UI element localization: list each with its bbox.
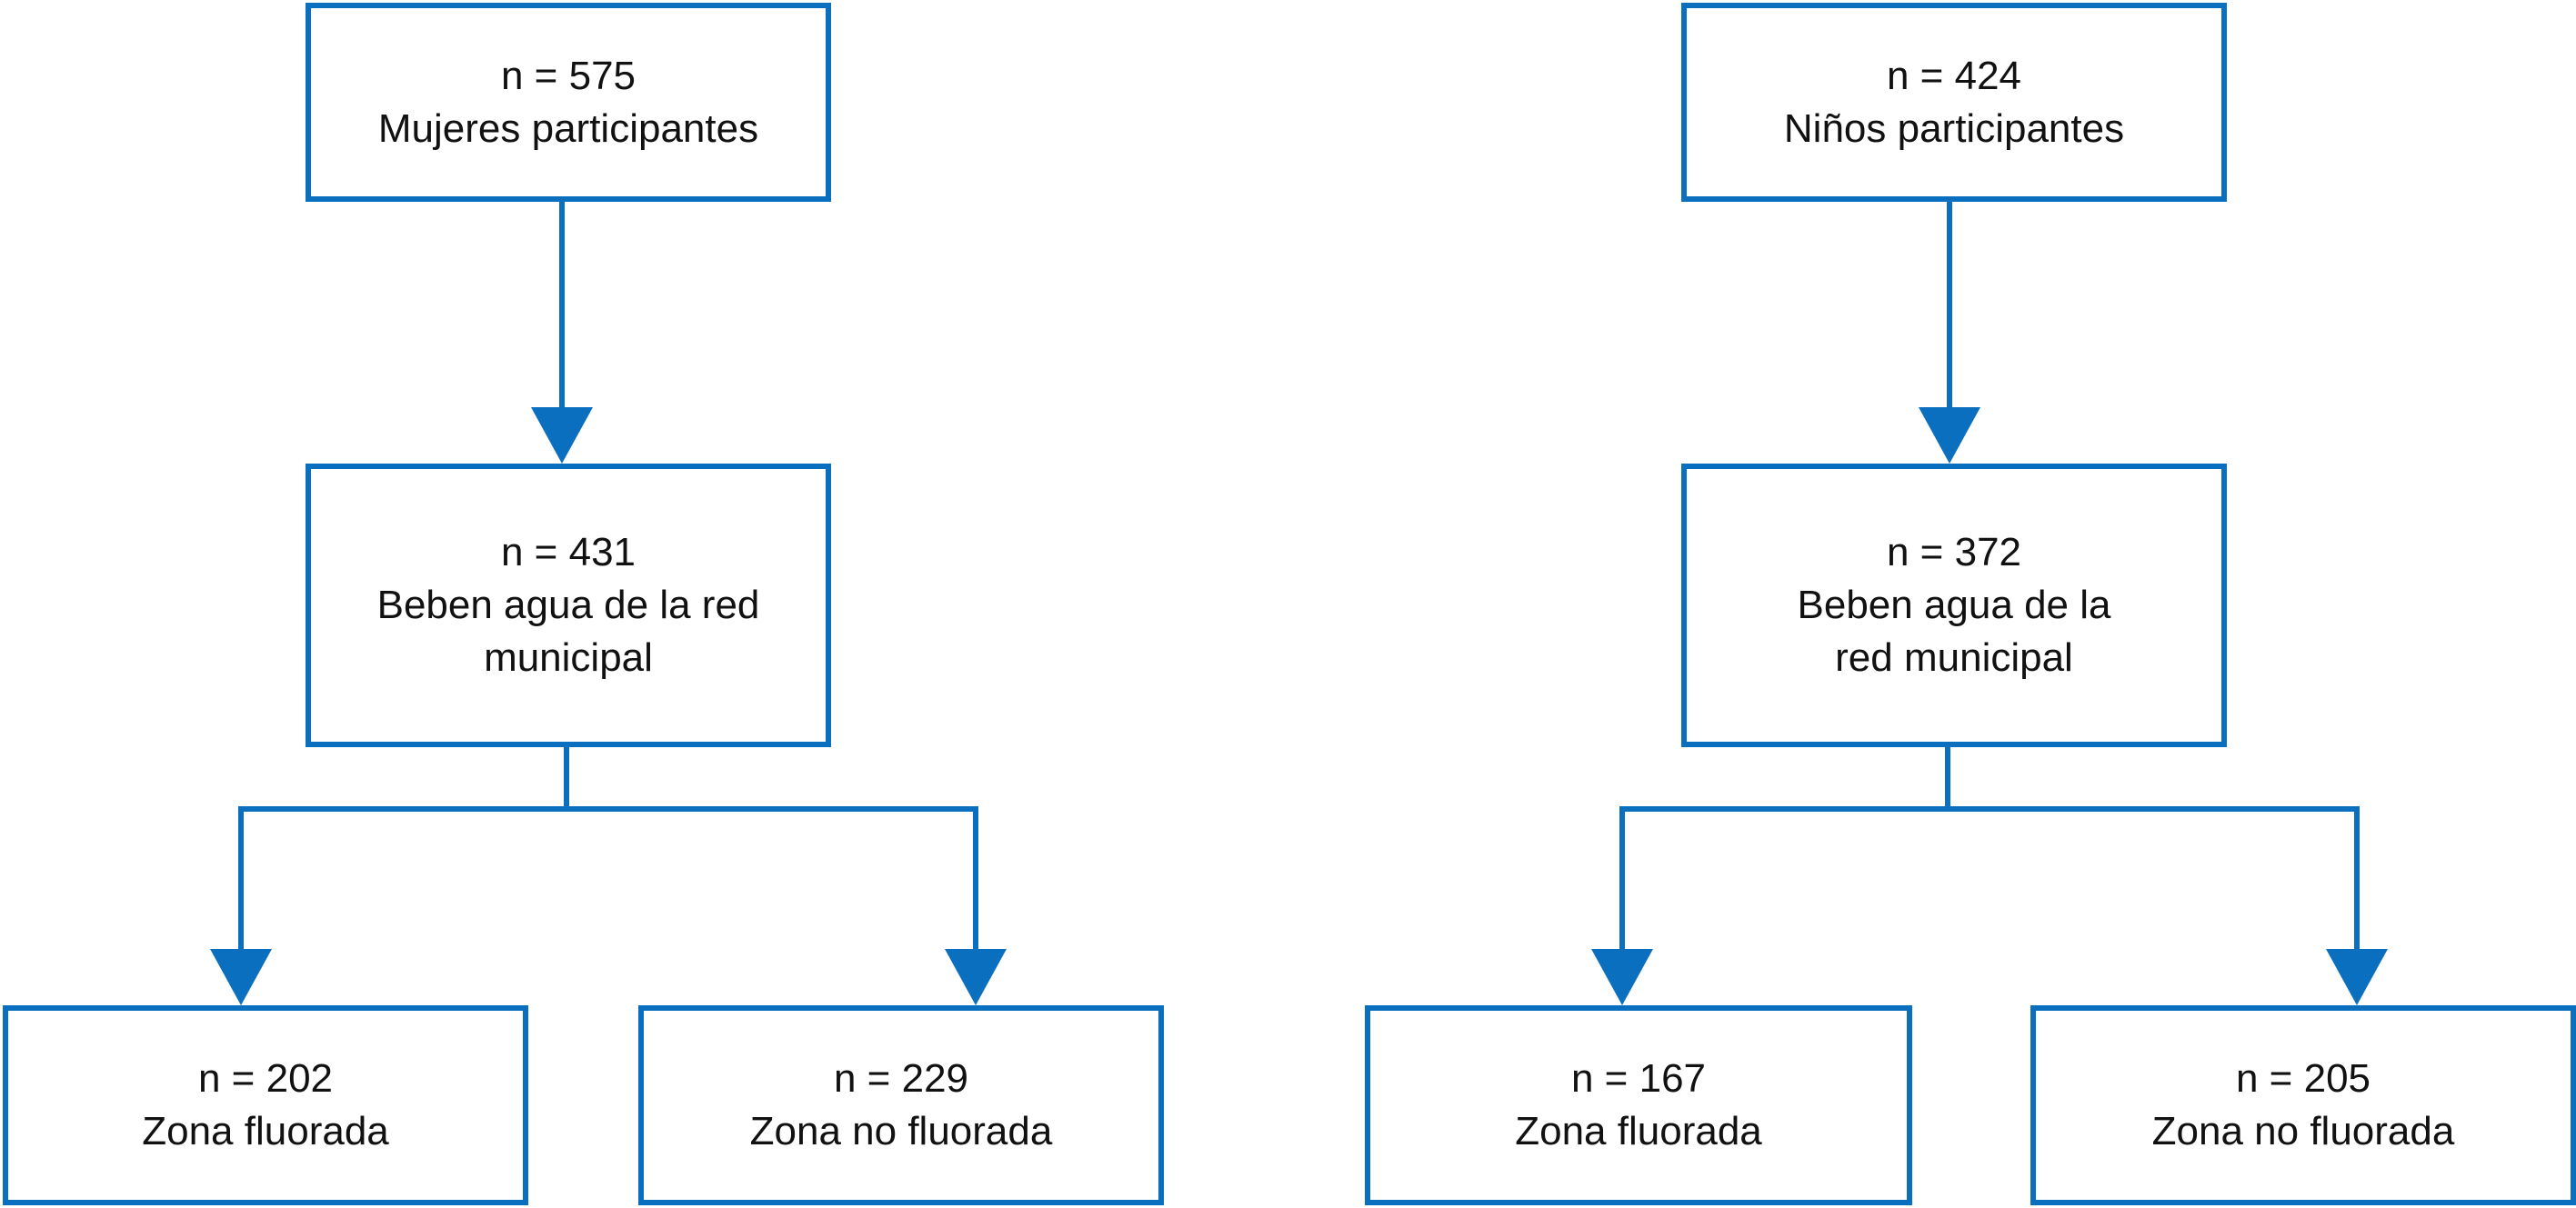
women-municipal-water-count: n = 431 bbox=[500, 530, 636, 574]
arrowhead-icon bbox=[210, 949, 272, 1005]
women-participants-box: n = 575 Mujeres participantes bbox=[306, 3, 831, 202]
children-participants-box: n = 424 Niños participantes bbox=[1681, 3, 2227, 202]
women-participants-label: Mujeres participantes bbox=[377, 105, 759, 151]
children-fluoridated-zone-box: n = 167 Zona fluorada bbox=[1365, 1005, 1912, 1205]
arrowhead-icon bbox=[945, 949, 1007, 1005]
arrowhead-icon bbox=[1591, 949, 1653, 1005]
children-non-fluoridated-label: Zona no fluorada bbox=[2151, 1109, 2455, 1153]
women-municipal-water-box: n = 431 Beben agua de la red municipal bbox=[306, 464, 831, 747]
arrowhead-icon bbox=[2326, 949, 2388, 1005]
arrowhead-icon bbox=[1919, 407, 1980, 464]
women-fluoridated-zone-box: n = 202 Zona fluorada bbox=[3, 1005, 528, 1205]
women-municipal-water-label-line2: municipal bbox=[484, 635, 653, 680]
children-municipal-water-label-line2: red municipal bbox=[1835, 635, 2073, 680]
children-participants-label: Niños participantes bbox=[1783, 105, 2125, 151]
children-non-fluoridated-zone-box: n = 205 Zona no fluorada bbox=[2030, 1005, 2576, 1205]
connector-children-municipal-split bbox=[1619, 747, 1950, 953]
women-non-fluoridated-label: Zona no fluorada bbox=[749, 1109, 1053, 1153]
women-participants-count: n = 575 bbox=[500, 53, 636, 98]
connector-children-municipal-to-nonfluoridated bbox=[1948, 806, 2360, 953]
children-municipal-water-box: n = 372 Beben agua de la red municipal bbox=[1681, 464, 2227, 747]
women-fluoridated-count: n = 202 bbox=[197, 1056, 334, 1101]
women-fluoridated-label: Zona fluorada bbox=[142, 1109, 389, 1153]
connector-women-municipal-split bbox=[238, 747, 569, 953]
connector-women-municipal-to-nonfluoridated bbox=[566, 806, 978, 953]
women-non-fluoridated-count: n = 229 bbox=[833, 1056, 969, 1101]
women-non-fluoridated-zone-box: n = 229 Zona no fluorada bbox=[638, 1005, 1164, 1205]
women-municipal-water-label-line1: Beben agua de la red bbox=[376, 583, 760, 627]
children-municipal-water-count: n = 372 bbox=[1886, 530, 2022, 574]
arrowhead-icon bbox=[531, 407, 593, 464]
children-municipal-water-label-line1: Beben agua de la bbox=[1797, 583, 2111, 627]
children-fluoridated-label: Zona fluorada bbox=[1515, 1109, 1762, 1153]
children-participants-count: n = 424 bbox=[1886, 53, 2022, 98]
children-fluoridated-count: n = 167 bbox=[1570, 1056, 1707, 1101]
children-non-fluoridated-count: n = 205 bbox=[2235, 1056, 2371, 1101]
